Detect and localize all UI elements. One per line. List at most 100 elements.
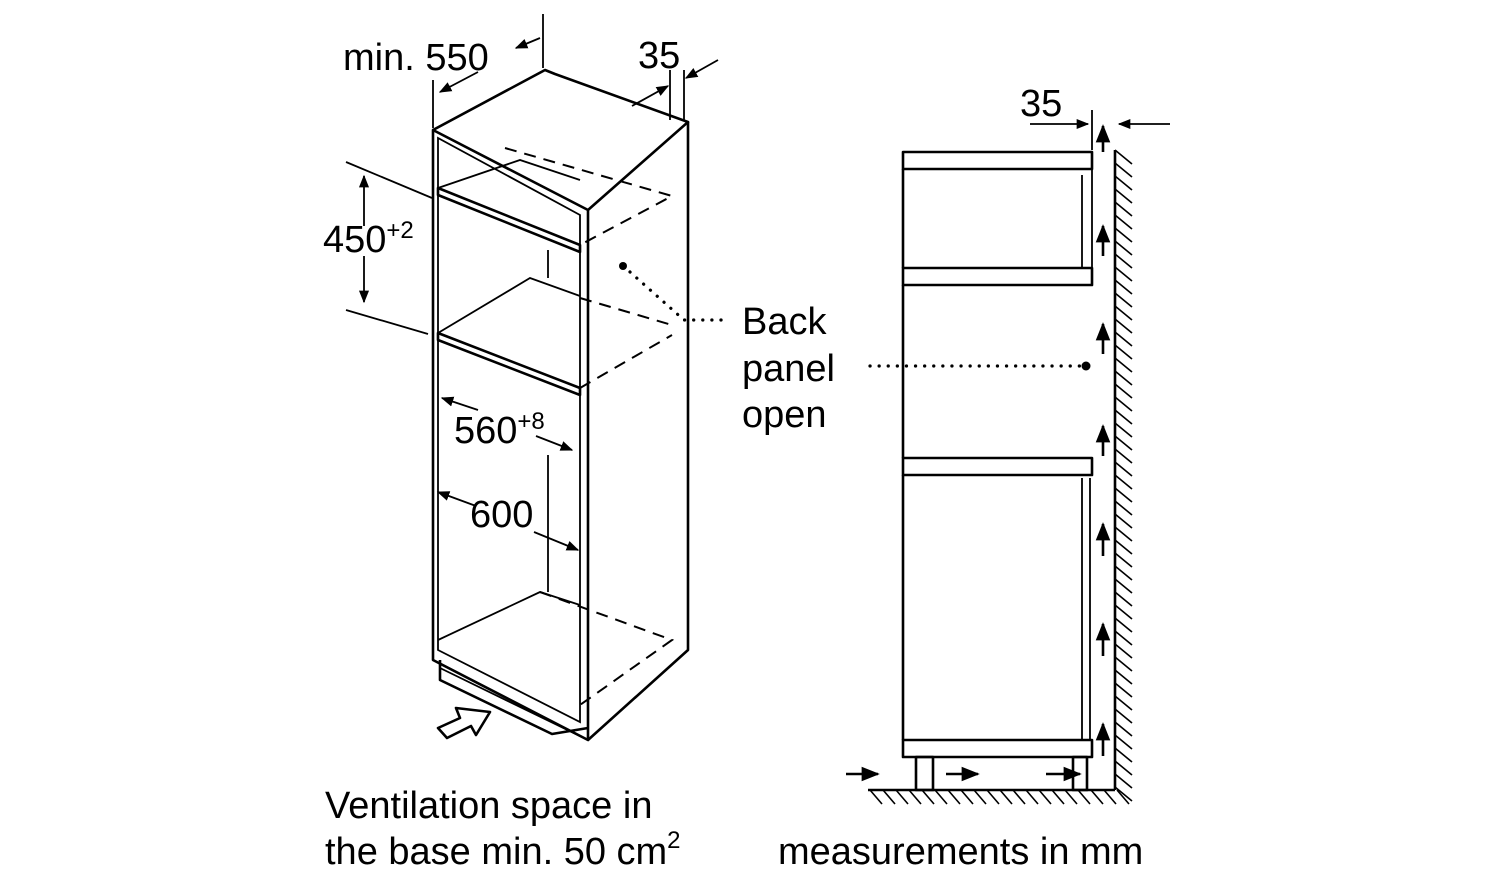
dim-niche-width: 560+8 (440, 396, 574, 452)
hatch-line (1038, 789, 1052, 805)
hatch-line (1114, 201, 1133, 217)
dim-depth: min. 550 (343, 14, 544, 128)
niche-height-label: 450+2 (323, 217, 414, 261)
units-note: measurements in mm (778, 831, 1143, 873)
upper-bottom-panel (901, 266, 1094, 287)
hatch-line (1114, 526, 1133, 542)
hatch-line (1114, 409, 1133, 425)
hatch-line (1114, 175, 1133, 191)
hatch-line (1103, 789, 1117, 805)
iso-cabinet (431, 68, 690, 742)
hatch-line (1114, 578, 1133, 594)
hatch-line (1114, 708, 1133, 724)
hatch-line (1114, 162, 1133, 178)
hatch-line (1114, 331, 1133, 347)
hatch-line (1114, 474, 1133, 490)
hatch-line (1114, 292, 1133, 308)
hatch-line (1025, 789, 1039, 805)
back-panel-label-1: Back (742, 301, 827, 343)
cabinet-top (432, 68, 690, 211)
hatch-line (1114, 487, 1133, 503)
hatch-line (1114, 266, 1133, 282)
hatch-line (1114, 370, 1133, 386)
ventilation-line-2: the base min. 50 cm2 (325, 827, 681, 873)
hatch-line (1114, 565, 1133, 581)
hatch-line (1114, 344, 1133, 360)
floor-hatching (869, 789, 1130, 805)
hatch-line (1114, 357, 1133, 373)
hatch-line (1114, 604, 1133, 620)
hatch-line (1114, 279, 1133, 295)
hatch-line (1114, 240, 1133, 256)
hatch-line (1114, 695, 1133, 711)
hatch-line (1114, 435, 1133, 451)
hatch-line (1114, 422, 1133, 438)
niche-width-label: 560+8 (454, 408, 545, 452)
cabinet-front-inner (437, 136, 581, 724)
hatch-line (1114, 721, 1133, 737)
hatch-line (1114, 539, 1133, 555)
hatch-line (1114, 656, 1133, 672)
hatch-line (1012, 789, 1026, 805)
hatch-line (1114, 227, 1133, 243)
dim-cabinet-width: 600 (436, 491, 580, 551)
section-view (868, 149, 1133, 805)
upper-top-panel (901, 150, 1094, 171)
hatch-line (1114, 669, 1133, 685)
depth-label: min. 550 (343, 37, 489, 79)
airflow-arrows (846, 124, 1111, 782)
ventilation-line-1: Ventilation space in (325, 785, 652, 827)
hatch-line (1114, 734, 1133, 750)
hatch-line (1114, 383, 1133, 399)
back-panel-label-3: open (742, 394, 827, 436)
hatch-line (1114, 253, 1133, 269)
back-panel-label-2: panel (742, 348, 835, 390)
hatch-line (908, 789, 922, 805)
dim-back-gap-side: 35 (1020, 83, 1170, 150)
hollow-arrow-icon (436, 706, 492, 740)
cabinet-side (587, 122, 690, 741)
hatch-line (1114, 630, 1133, 646)
hatch-line (960, 789, 974, 805)
hatch-line (1114, 773, 1133, 789)
hatch-line (1114, 500, 1133, 516)
hatch-line (1077, 789, 1091, 805)
front-leg (914, 755, 935, 792)
hatch-line (882, 789, 896, 805)
wall-hatching (1114, 149, 1133, 802)
hatch-line (1114, 552, 1133, 568)
cabinet-plinth (438, 660, 589, 736)
shelf-niche-top (436, 331, 582, 397)
hatch-line (1114, 214, 1133, 230)
hatch-line (1114, 747, 1133, 763)
hatch-line (1114, 305, 1133, 321)
hatch-line (1114, 682, 1133, 698)
hatch-line (1114, 318, 1133, 334)
hatch-line (1114, 396, 1133, 412)
hatch-line (999, 789, 1013, 805)
cabinet-width-label: 600 (470, 494, 533, 536)
hatch-line (973, 789, 987, 805)
dim-niche-height: 450+2 (323, 161, 433, 335)
hatch-line (1114, 149, 1133, 165)
hatch-line (1051, 789, 1065, 805)
ventilation-note: Ventilation space in the base min. 50 cm… (325, 785, 681, 873)
hatch-line (1114, 461, 1133, 477)
hatch-line (869, 789, 883, 805)
hatch-line (986, 789, 1000, 805)
hatch-line (1114, 786, 1133, 802)
hatch-line (1114, 188, 1133, 204)
hatch-line (895, 789, 909, 805)
hatch-line (921, 789, 935, 805)
hatch-line (1114, 448, 1133, 464)
dim-back-gap-iso: 35 (631, 35, 719, 120)
back-panel-callout: Back panel open (619, 262, 1091, 436)
back-gap-iso-label: 35 (638, 35, 680, 77)
hatch-line (947, 789, 961, 805)
hatch-line (934, 789, 948, 805)
back-gap-side-label: 35 (1020, 83, 1062, 125)
hatch-line (1064, 789, 1078, 805)
lower-bottom-panel (901, 738, 1094, 759)
shelf-upper (436, 186, 582, 254)
